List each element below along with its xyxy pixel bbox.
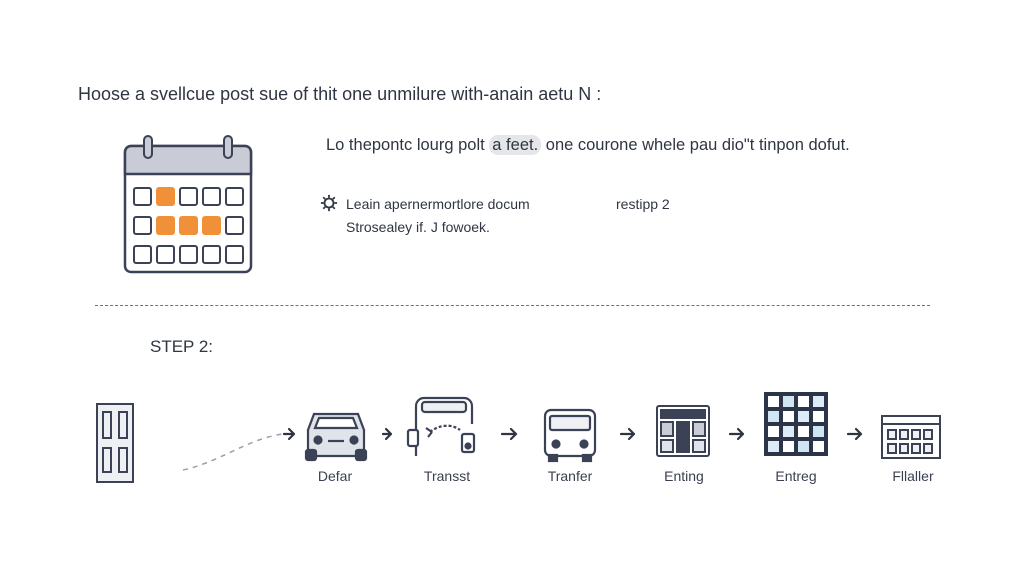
calendar-day-highlighted	[179, 216, 198, 235]
calendar-day	[202, 187, 221, 206]
flow-step-label: Fllaller	[892, 468, 934, 484]
transit-icon	[406, 396, 476, 456]
calendar-day	[225, 216, 244, 235]
calendar-day	[179, 187, 198, 206]
building-window	[768, 426, 779, 437]
flow-step-label: Tranfer	[547, 468, 593, 484]
calendar-day	[133, 187, 152, 206]
building-window	[813, 396, 824, 407]
calendar-day	[202, 245, 221, 264]
item-side-text: restipp 2	[616, 196, 670, 212]
car-icon	[304, 412, 368, 462]
step-label: STEP 2:	[150, 337, 213, 356]
building-window	[798, 411, 809, 422]
calendar-day	[156, 245, 175, 264]
description-text: Lo thepontc lourg polt a feet. one couro…	[326, 135, 850, 155]
description-highlight: a feet.	[489, 135, 542, 155]
arrow-icon	[619, 427, 636, 441]
calendar-day-highlighted	[202, 216, 221, 235]
calendar-day	[133, 216, 152, 235]
building-window	[798, 396, 809, 407]
building-window	[813, 426, 824, 437]
calendar-day-highlighted	[156, 216, 175, 235]
page-heading: Hoose a svellcue post sue of thit one un…	[78, 84, 602, 104]
calendar-icon	[123, 135, 253, 274]
building-window	[768, 441, 779, 452]
door-icon	[96, 403, 134, 483]
building-window	[783, 441, 794, 452]
calendar-day	[225, 187, 244, 206]
building-grid-icon	[764, 392, 828, 456]
building-window	[798, 426, 809, 437]
flow-diagram	[96, 392, 941, 483]
building-window	[768, 396, 779, 407]
arrow-icon	[500, 427, 518, 441]
gear-icon	[320, 194, 338, 212]
train-icon	[656, 405, 710, 457]
arrow-icon	[381, 427, 393, 441]
bus-icon	[543, 408, 597, 463]
arrow-icon	[728, 427, 745, 441]
flow-step-label: Enting	[664, 468, 704, 484]
flow-step-label: Defar	[317, 468, 353, 484]
description-before: Lo thepontc lourg polt	[326, 136, 485, 154]
building-window	[783, 426, 794, 437]
calendar-grid	[133, 187, 244, 264]
building-window	[768, 411, 779, 422]
calendar-day	[133, 245, 152, 264]
flow-step-label: Transst	[423, 468, 471, 484]
building-icon	[881, 415, 941, 459]
flow-step-label: Entreg	[775, 468, 817, 484]
item-line-2: Strosealey if. J fowoek.	[346, 219, 490, 235]
calendar-day	[225, 245, 244, 264]
arrow-icon	[282, 427, 296, 441]
building-window	[798, 441, 809, 452]
calendar-day	[179, 245, 198, 264]
section-divider	[95, 305, 930, 306]
building-window	[783, 396, 794, 407]
building-window	[813, 411, 824, 422]
item-line-1: Leain apernermortlore docum	[346, 196, 530, 212]
arrow-icon	[846, 427, 863, 441]
building-window	[783, 411, 794, 422]
building-window	[813, 441, 824, 452]
calendar-day-highlighted	[156, 187, 175, 206]
description-after: one courone whele pau dio"t tinpon dofut…	[545, 136, 850, 154]
dashed-connector	[182, 433, 283, 471]
